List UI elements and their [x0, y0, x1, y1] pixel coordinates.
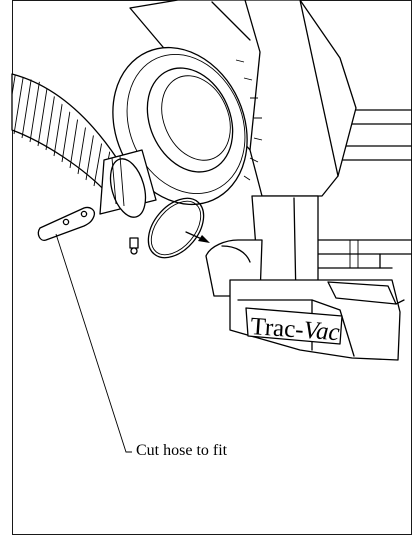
- corrugated-hose: [11, 73, 119, 195]
- hose-cuff: [99, 149, 157, 218]
- hose-clamp: [129, 197, 205, 259]
- logo-text-upright: Trac-: [250, 313, 305, 344]
- vacuum-housing: [129, 0, 357, 301]
- svg-text:Trac-Vac: Trac-Vac: [250, 313, 341, 346]
- assembly-arrow: [185, 231, 210, 243]
- callout-leader: [55, 233, 132, 453]
- trac-vac-logo: Trac-Vac: [245, 307, 343, 346]
- clamp-tab: [37, 206, 96, 241]
- callout-label: Cut hose to fit: [136, 442, 228, 459]
- logo-text-italic: Vac: [303, 317, 341, 346]
